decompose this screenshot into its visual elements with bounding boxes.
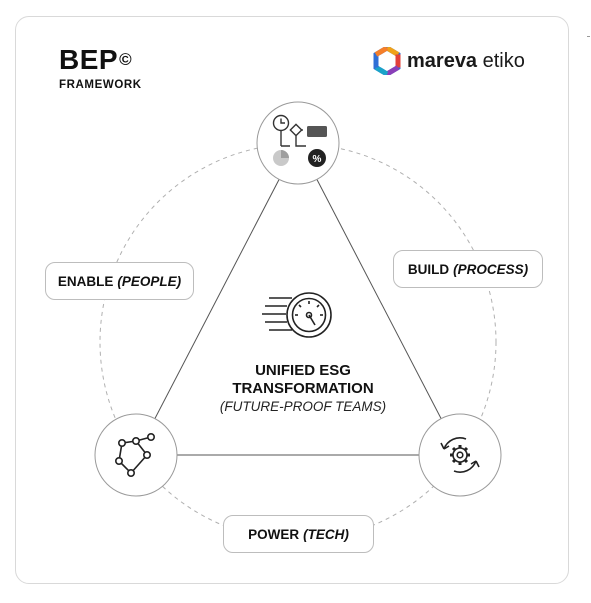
node-left xyxy=(94,413,178,497)
brand-subtitle: FRAMEWORK xyxy=(59,79,142,91)
brand-title: BEP© xyxy=(59,44,133,75)
center-subtitle: (FUTURE-PROOF TEAMS) xyxy=(219,399,387,414)
node-right xyxy=(418,413,502,497)
copyright-mark: © xyxy=(119,50,133,69)
process-flow-icon: % xyxy=(272,114,327,167)
hexagon-logo-icon xyxy=(373,47,401,75)
power-label: POWER xyxy=(248,526,300,542)
gear-cycle-icon xyxy=(440,437,480,473)
edge-top-left xyxy=(135,142,299,456)
enable-label: ENABLE xyxy=(57,273,114,289)
svg-text:%: % xyxy=(313,154,322,165)
center-title-line1: UNIFIED ESG xyxy=(255,362,351,379)
speedometer-icon xyxy=(262,292,332,338)
logo-text: mareva etiko xyxy=(407,49,525,72)
build-process-label: BUILD(PROCESS) xyxy=(393,250,543,288)
dashed-cycle-ring xyxy=(99,143,497,541)
mareva-etiko-logo: mareva etiko xyxy=(373,47,525,75)
network-graph-icon xyxy=(115,432,156,477)
build-label: BUILD xyxy=(407,261,450,277)
power-tech-label: POWER(TECH) xyxy=(223,515,374,553)
edge-mark xyxy=(587,36,590,37)
enable-people-label: ENABLE(PEOPLE) xyxy=(45,262,194,300)
center-title-line2: TRANSFORMATION xyxy=(232,380,374,397)
edge-top-right xyxy=(297,142,461,456)
node-top: % xyxy=(256,101,340,185)
process-label: (PROCESS) xyxy=(453,261,529,277)
people-label: (PEOPLE) xyxy=(117,273,182,289)
tech-label: (TECH) xyxy=(303,526,349,542)
